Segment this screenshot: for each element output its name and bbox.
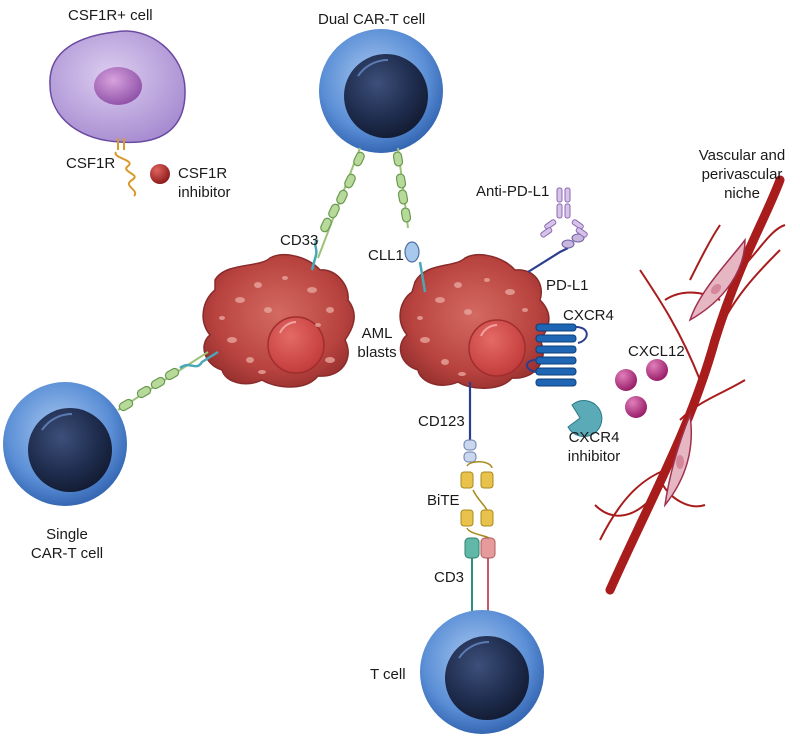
label-vascular-line2: perivascular — [701, 166, 783, 183]
label-cxcr4-inhibitor-line2: inhibitor — [567, 448, 621, 465]
aml-blast-right — [399, 254, 550, 389]
label-single-car-t-line1: Single — [46, 526, 88, 543]
csf1r-receptor — [114, 138, 137, 197]
label-cll1: CLL1 — [368, 247, 404, 264]
bite-molecule — [460, 439, 494, 541]
cd3-receptor — [464, 537, 496, 612]
csf1r-inhibitor-molecule — [150, 164, 170, 184]
csf1r-positive-cell — [49, 30, 186, 144]
dual-car-t-cell — [319, 29, 443, 153]
cxcl12-molecule — [625, 396, 647, 418]
cd33-antigen-left — [179, 350, 219, 370]
label-bite: BiTE — [427, 492, 460, 509]
label-pd-l1: PD-L1 — [546, 277, 589, 294]
cxcr4-receptor — [526, 323, 588, 387]
cxcl12-molecule — [646, 359, 668, 381]
label-aml-line2: blasts — [357, 344, 397, 361]
cxcr4-inhibitor-molecule — [567, 400, 603, 437]
aml-blast-left — [202, 254, 355, 388]
label-t-cell: T cell — [370, 666, 406, 683]
cll1-antigen — [404, 241, 427, 293]
car-receptor-cd33 — [317, 147, 365, 259]
cd33-antigen — [310, 238, 319, 271]
car-receptor-cll1 — [392, 147, 412, 229]
label-aml-line1: AML — [361, 325, 393, 342]
blood-vessel — [594, 175, 786, 595]
cxcl12-molecule — [615, 369, 637, 391]
label-cxcr4: CXCR4 — [563, 307, 614, 324]
label-anti-pd-l1: Anti-PD-L1 — [476, 183, 550, 200]
pd-l1-receptor — [527, 233, 585, 273]
label-dual-car-t-cell: Dual CAR-T cell — [318, 11, 426, 28]
single-car-t-cell — [3, 382, 127, 506]
label-vascular-line1: Vascular and — [698, 147, 786, 164]
label-single-car-t-line2: CAR-T cell — [30, 545, 104, 562]
label-cxcl12: CXCL12 — [628, 343, 685, 360]
label-cd3: CD3 — [434, 569, 465, 586]
label-cxcr4-inhibitor-line1: CXCR4 — [568, 429, 620, 446]
label-cd33: CD33 — [280, 232, 319, 249]
label-csf1r-inhibitor-line1: CSF1R — [178, 165, 228, 182]
t-cell — [420, 610, 544, 734]
label-cd123: CD123 — [418, 413, 465, 430]
pericyte-upper — [688, 237, 746, 322]
label-csf1r: CSF1R — [66, 155, 116, 172]
car-receptor-single — [117, 351, 209, 412]
label-vascular-line3: niche — [724, 185, 760, 202]
label-csf1r-positive-cell: CSF1R+ cell — [68, 7, 153, 24]
label-csf1r-inhibitor-line2: inhibitor — [178, 184, 231, 201]
pericyte-lower — [663, 412, 692, 508]
anti-pd-l1-antibody — [540, 187, 588, 238]
